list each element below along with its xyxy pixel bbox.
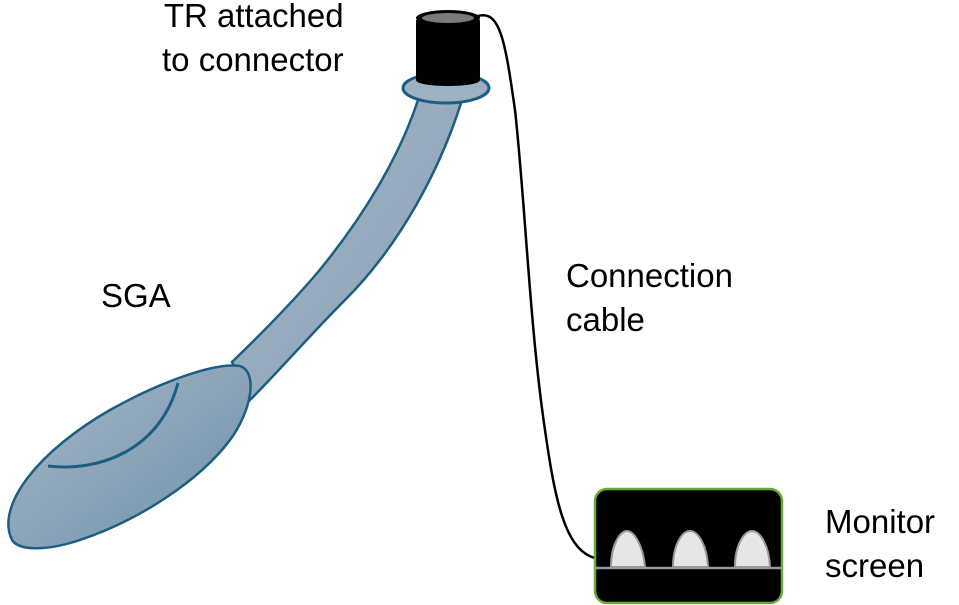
sga-cuff [7,364,252,550]
monitor-label-line2: screen [825,547,925,584]
tr-label-line2: to connector [162,41,344,78]
cable-label-line1: Connection [566,257,733,294]
cable-label: Connection cable [566,254,733,342]
connection-cable [477,14,596,560]
waveform-peak [733,529,772,568]
waveform-peak [609,529,647,568]
tr-cylinder-top-inner [422,13,474,23]
sga-label: SGA [101,277,171,314]
waveform-peak [671,529,710,568]
tr-label-line1: TR attached [163,0,344,34]
sga-tube [230,98,464,403]
monitor-label: Monitor screen [825,500,935,588]
cable-label-line2: cable [566,301,645,338]
tr-label: TR attached to connector [162,0,344,82]
tr-cylinder [416,20,480,86]
sga-cuff-curve [47,382,180,469]
monitor-label-line1: Monitor [825,503,936,540]
